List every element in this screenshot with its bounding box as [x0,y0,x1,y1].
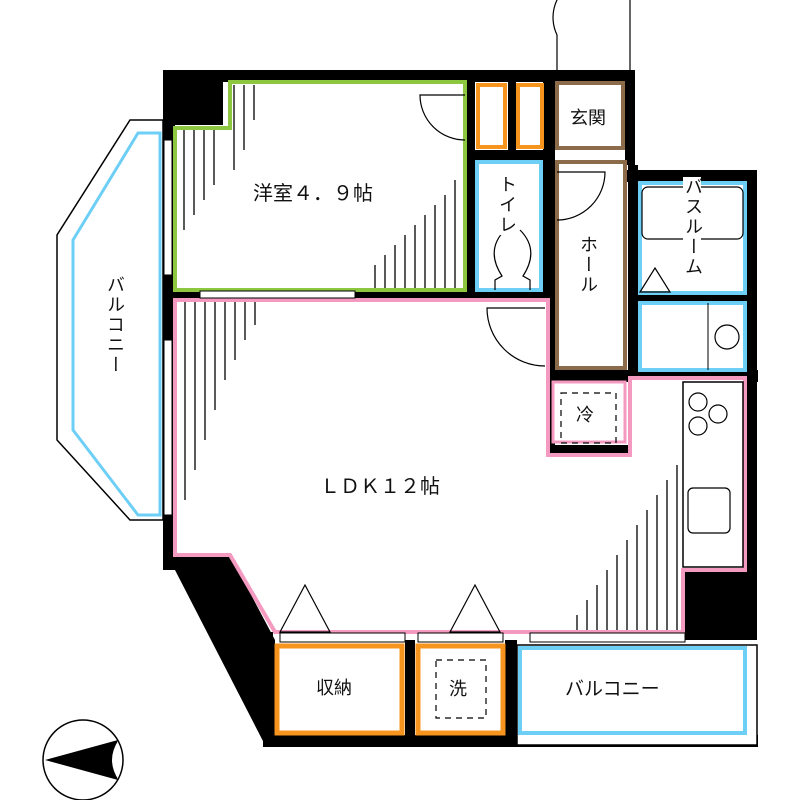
closet-1 [476,83,507,149]
fridge-label: 冷 [576,405,594,426]
storage-label: 収納 [316,678,352,699]
balcony-west-label: バルコニー [104,275,125,375]
hatching [183,85,678,630]
washroom [638,301,747,372]
ldk-label: ＬＤＫ１２帖 [320,474,440,498]
bathroom-label: バスルーム [682,177,703,277]
kitchen-counter [682,381,744,568]
western-room-label: 洋室４．９帖 [253,181,373,205]
fridge-space [560,392,617,444]
ldk-room [173,298,747,634]
washer-label: 洗 [449,679,467,700]
closet-2 [516,83,544,149]
compass [42,719,124,800]
front-door[interactable] [552,0,631,70]
entrance-label: 玄関 [570,108,606,129]
balcony-south-label: バルコニー [565,678,660,700]
toilet-label: トイレ [496,175,517,235]
hall-label: ホール [577,235,598,295]
